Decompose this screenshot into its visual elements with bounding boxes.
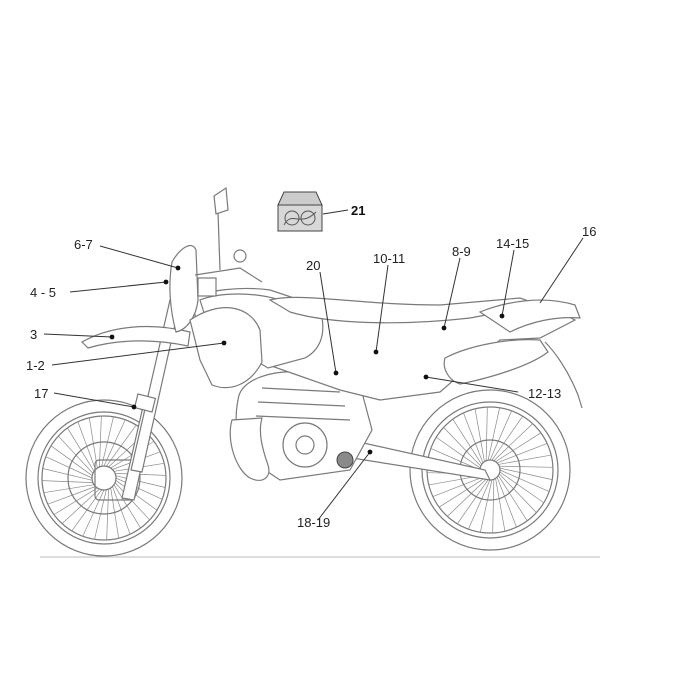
wheel-spoke [498, 475, 528, 522]
wheel-spoke [112, 486, 131, 535]
wheel-spoke [103, 419, 126, 467]
wheel-spoke [110, 487, 120, 539]
wheel-spoke [115, 473, 166, 476]
wheel-spoke [456, 479, 489, 525]
wheel-spoke [499, 467, 553, 480]
callout-label-10-11: 10-11 [373, 251, 405, 266]
callout-label-8-9: 8-9 [452, 244, 471, 259]
wheel-spoke [499, 465, 553, 468]
wheel-spoke [45, 456, 93, 479]
callout-label-1-2: 1-2 [26, 358, 45, 373]
muffler [443, 339, 549, 385]
wheel-spoke [114, 482, 150, 521]
wheel-spoke [485, 407, 488, 461]
wheel-spoke [115, 480, 158, 511]
callout-label-18-19: 18-19 [297, 515, 330, 530]
wheel-spoke [115, 475, 166, 488]
wheel-spoke [493, 423, 533, 462]
radiator-shroud [189, 307, 263, 389]
leader-lines [43, 209, 584, 521]
wheel-spoke [61, 488, 100, 524]
callout-label-20: 20 [306, 258, 320, 273]
callout-label-4-5: 4 - 5 [30, 285, 56, 300]
wheel-spoke [443, 427, 482, 467]
callout-label-3: 3 [30, 327, 37, 342]
wheel-spoke [115, 477, 163, 500]
callout-label-6-7: 6-7 [74, 237, 93, 252]
wheel-spoke [47, 486, 96, 505]
wheel-spoke [463, 412, 484, 464]
wheel-spoke [113, 484, 141, 529]
callout-label-17: 17 [34, 386, 48, 401]
wheel-spoke [94, 489, 107, 540]
wheel-spoke [58, 435, 94, 474]
wheel-spoke [430, 448, 481, 471]
wheel-spoke [491, 415, 524, 461]
wheel-spoke [496, 476, 517, 528]
wheel-spoke [99, 416, 102, 467]
front-wheel [25, 399, 183, 557]
callout-label-16: 16 [582, 224, 596, 239]
callout-label-14-15: 14-15 [496, 236, 529, 251]
wheel-spoke [435, 436, 481, 469]
callout-points [109, 265, 505, 455]
wheel-spoke [498, 473, 537, 513]
wheel-spoke [71, 489, 102, 532]
wheel-spoke [480, 479, 493, 533]
wheel-spoke [77, 421, 96, 470]
wheel-spoke [432, 476, 484, 497]
handlebar [194, 186, 263, 297]
wheel-spoke [447, 478, 487, 517]
exhaust-pipe [229, 417, 270, 481]
wheel-spoke [496, 443, 548, 464]
wheel-spoke [42, 480, 93, 483]
wheel-spoke [452, 418, 482, 465]
wheel-spoke [106, 424, 137, 467]
rear-wheel [409, 389, 571, 551]
wheel-spoke [487, 407, 500, 461]
wheel-spoke [495, 478, 506, 532]
wheel-spoke [67, 427, 95, 472]
wheel-spoke [489, 410, 512, 461]
wheel-spoke [499, 469, 550, 492]
decal-kit-package-icon [277, 191, 323, 232]
wheel-spoke [42, 468, 93, 481]
license-bracket [544, 341, 583, 409]
wheel-spoke [474, 408, 485, 462]
wheel-spoke [468, 479, 491, 530]
callout-label-12-13: 12-13 [528, 386, 561, 401]
wheel-spoke [499, 471, 545, 504]
wheel-spoke [88, 417, 98, 469]
wheel-spoke [101, 416, 114, 467]
engine [235, 371, 373, 481]
wheel-spoke [438, 478, 485, 508]
wheel-spoke [43, 484, 95, 494]
rear-fender [478, 299, 581, 333]
wheel-spoke [498, 454, 552, 465]
wheel-spoke [495, 432, 542, 462]
wheel-spoke [82, 489, 105, 537]
wheel-spoke [106, 489, 109, 540]
wheel-spoke [53, 487, 98, 515]
callout-label-21: 21 [351, 203, 365, 218]
wheel-spoke [492, 479, 495, 533]
wheel-spoke [50, 445, 93, 476]
front-fender [81, 325, 191, 349]
